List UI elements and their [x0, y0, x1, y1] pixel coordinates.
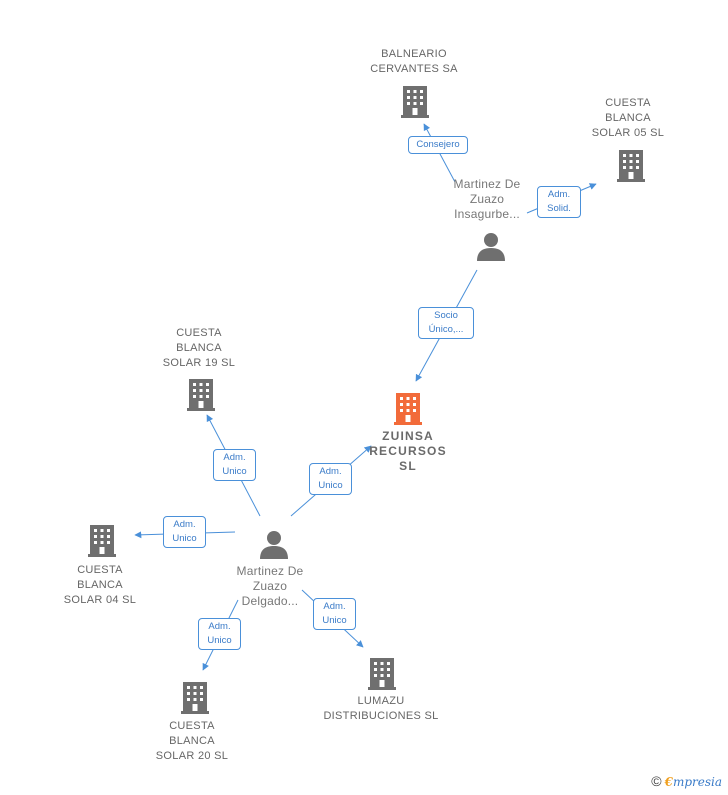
edge-label-line: Consejero	[416, 139, 460, 150]
person-name-line: Insagurbe...	[454, 207, 520, 221]
company-name-line: CERVANTES SA	[370, 63, 458, 75]
company-name-line: DISTRIBUCIONES SL	[323, 710, 439, 722]
edge-label-line: Unico	[207, 635, 232, 646]
company-name-line: SOLAR 19 SL	[162, 357, 236, 369]
company-name-line: BLANCA	[605, 112, 651, 124]
brand-logo-text: mpresia	[672, 775, 722, 789]
building-icon[interactable]	[400, 84, 430, 118]
company-node-cb19[interactable]: CUESTA BLANCA SOLAR 19 SL	[149, 326, 249, 371]
company-name-line: SOLAR 04 SL	[63, 594, 137, 606]
company-name-line: ZUINSA	[382, 429, 434, 443]
edge-label-consejero[interactable]: Consejero	[408, 136, 468, 154]
company-name-line: CUESTA	[77, 564, 123, 576]
copyright-icon: ©	[651, 773, 662, 789]
edge-label-line: Adm.	[319, 466, 342, 477]
company-name-line: BALNEARIO	[381, 48, 447, 60]
company-name-line: BLANCA	[77, 579, 123, 591]
company-name-line: CUESTA	[169, 720, 215, 732]
person-name-line: Martinez De	[236, 564, 304, 578]
edge-label-line: Solid.	[547, 203, 571, 214]
building-icon[interactable]	[180, 680, 210, 714]
company-name-line: LUMAZU	[357, 695, 405, 707]
edge-label-line: Socio	[434, 310, 458, 321]
edge-label-line: Adm.	[208, 621, 231, 632]
person-name-line: Martinez De	[453, 177, 521, 191]
edge-label-line: Adm.	[223, 452, 246, 463]
company-name-line: RECURSOS	[369, 444, 447, 458]
edge-label-line: Único,...	[428, 324, 464, 335]
person-name-line: Delgado...	[241, 594, 299, 608]
person-icon[interactable]	[259, 530, 289, 560]
person-node-delgado[interactable]: Martinez De Zuazo Delgado...	[220, 564, 320, 609]
edge-label-adm-zuinsa[interactable]: Adm. Unico	[309, 463, 352, 495]
edge-label-line: Adm.	[547, 189, 571, 200]
company-node-cb04[interactable]: CUESTA BLANCA SOLAR 04 SL	[50, 563, 150, 608]
company-node-cb05[interactable]: CUESTA BLANCA SOLAR 05 SL	[578, 96, 678, 141]
brand-logo[interactable]: €mpresia	[665, 775, 722, 789]
company-name-line: BLANCA	[176, 342, 222, 354]
company-name-line: SOLAR 20 SL	[155, 750, 229, 762]
edge-label-line: Unico	[222, 466, 247, 477]
company-node-lumazu[interactable]: LUMAZU DISTRIBUCIONES SL	[310, 694, 452, 724]
person-name-line: Zuazo	[252, 579, 288, 593]
edge-label-adm-lumazu[interactable]: Adm. Unico	[313, 598, 356, 630]
building-icon[interactable]	[186, 377, 216, 411]
building-icon[interactable]	[367, 656, 397, 690]
main-building-icon[interactable]	[393, 391, 423, 425]
person-icon[interactable]	[476, 232, 506, 262]
company-name-line: SL	[399, 459, 417, 473]
person-name-line: Zuazo	[469, 192, 505, 206]
person-node-insagurbe[interactable]: Martinez De Zuazo Insagurbe...	[437, 177, 537, 222]
edge-label-line: Adm.	[173, 519, 196, 530]
edge-label-socio-unico[interactable]: Socio Único,...	[418, 307, 474, 339]
edge-label-line: Unico	[318, 480, 343, 491]
brand-footer: ©€mpresia	[651, 773, 722, 789]
building-icon[interactable]	[616, 148, 646, 182]
company-name-line: SOLAR 05 SL	[591, 127, 665, 139]
building-icon[interactable]	[87, 523, 117, 557]
company-node-balneario[interactable]: BALNEARIO CERVANTES SA	[354, 47, 474, 77]
edge-label-line: Unico	[172, 533, 197, 544]
company-name-line: CUESTA	[176, 327, 222, 339]
edge-label-adm-cb20[interactable]: Adm. Unico	[198, 618, 241, 650]
edge-label-adm-solid[interactable]: Adm. Solid.	[537, 186, 581, 218]
edge-label-line: Unico	[322, 615, 347, 626]
edge-label-adm-cb19[interactable]: Adm. Unico	[213, 449, 256, 481]
company-name-line: BLANCA	[169, 735, 215, 747]
brand-logo-initial: €	[664, 775, 673, 789]
company-node-cb20[interactable]: CUESTA BLANCA SOLAR 20 SL	[142, 719, 242, 764]
edge-label-adm-cb04[interactable]: Adm. Unico	[163, 516, 206, 548]
company-node-zuinsa[interactable]: ZUINSA RECURSOS SL	[358, 429, 458, 474]
edge-label-line: Adm.	[323, 601, 346, 612]
company-name-line: CUESTA	[605, 97, 651, 109]
